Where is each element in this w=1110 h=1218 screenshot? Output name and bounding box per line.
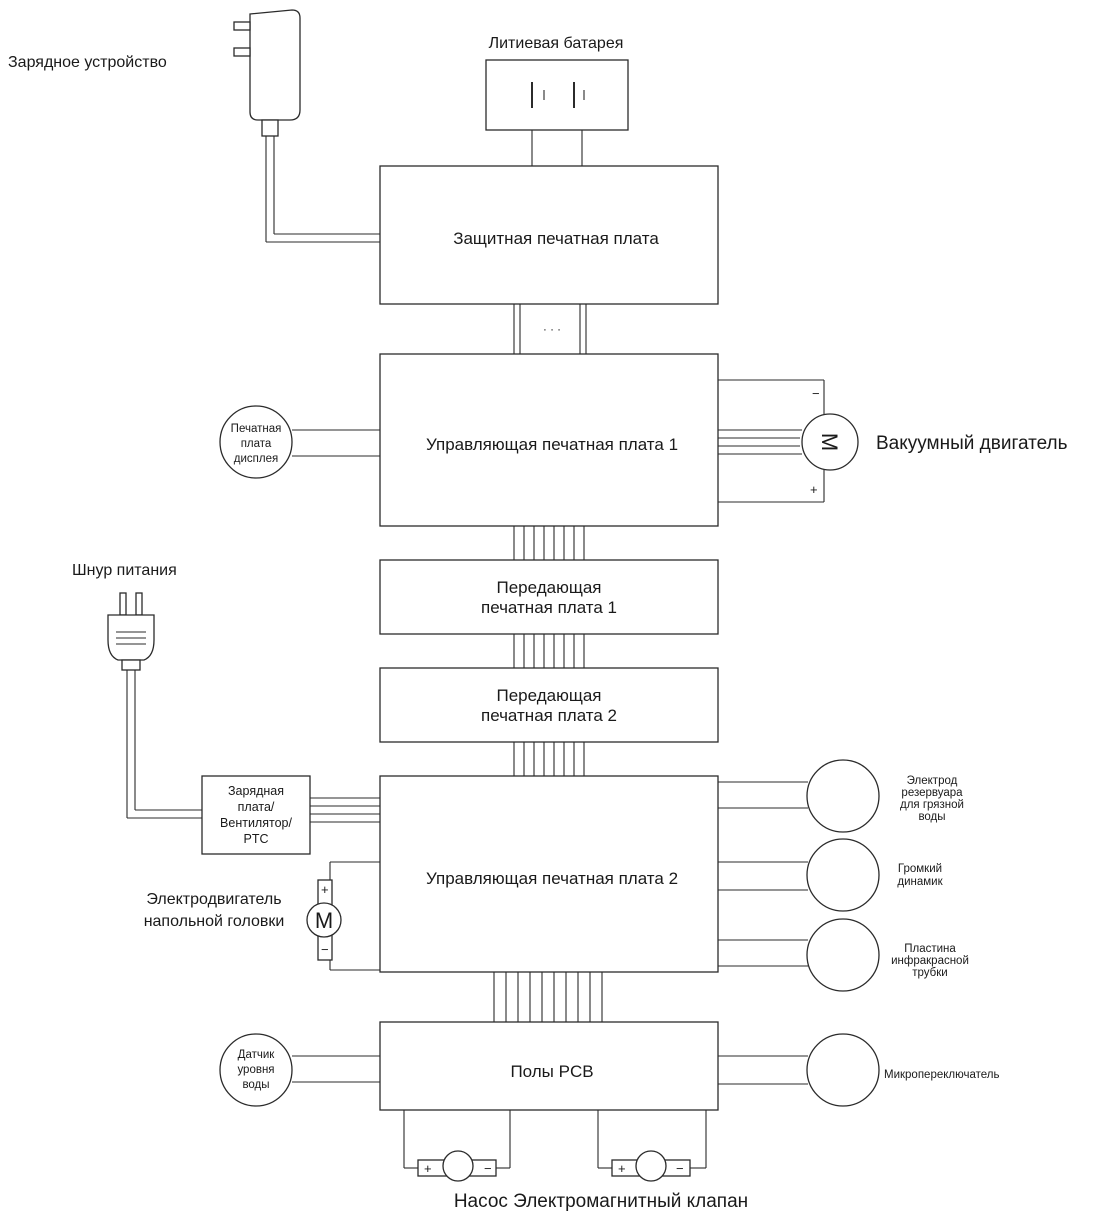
pump-icon — [403, 1110, 511, 1182]
display-pcb-label-1: Печатная — [231, 423, 282, 435]
protection-pcb — [379, 165, 719, 305]
plug-icon — [107, 592, 202, 819]
display-pcb-circle — [219, 405, 293, 479]
transmit-pcb-2-label-2: печатная плата 2 — [481, 706, 617, 725]
dirty-water-electrode-label-2: резервуара — [901, 787, 963, 799]
water-level-sensor-label-1: Датчик — [238, 1049, 276, 1061]
control-pcb-2 — [379, 775, 719, 973]
speaker-label-1: Громкий — [898, 863, 942, 875]
speaker-label-2: динамик — [897, 876, 943, 888]
vacuum-motor-label: Вакуумный двигатель — [876, 433, 1068, 454]
floor-head-motor-label-2: напольной головки — [144, 913, 285, 930]
wire-ellipsis: · · · — [543, 324, 561, 336]
bus-wires-3 — [513, 742, 585, 776]
dirty-water-electrode-label-1: Электрод — [907, 775, 958, 787]
battery-label: Литиевая батарея — [489, 35, 624, 52]
floor-head-motor-circle — [306, 902, 342, 938]
infrared-plate-label-3: трубки — [912, 967, 947, 979]
solenoid-valve-icon — [597, 1110, 707, 1182]
vacuum-motor-circle — [801, 413, 859, 471]
valve-minus: − — [676, 1161, 684, 1176]
charging-board-wires — [310, 797, 380, 823]
charging-board-label-4: PTC — [244, 832, 269, 846]
floor-head-motor-label-1: Электродвигатель — [146, 891, 281, 908]
water-level-sensor-label-2: уровня — [237, 1064, 274, 1076]
water-level-sensor-circle — [219, 1033, 293, 1107]
dirty-water-electrode-circle — [806, 759, 880, 833]
bus-wires-2 — [513, 634, 585, 668]
floor-pcb-label: Полы PCB — [510, 1062, 593, 1081]
charger-label: Зарядное устройство — [8, 54, 167, 71]
microswitch-circle — [806, 1033, 880, 1107]
control-pcb-2-label: Управляющая печатная плата 2 — [426, 869, 678, 888]
charging-board — [201, 775, 311, 855]
dirty-water-electrode-label-4: воды — [918, 811, 945, 823]
floor-head-motor-minus: − — [321, 942, 329, 957]
transmit-pcb-2-label-1: Передающая — [497, 686, 602, 705]
transmit-pcb-1 — [379, 559, 719, 635]
transmit-pcb-2 — [379, 667, 719, 743]
transmit-pcb-1-label-1: Передающая — [497, 578, 602, 597]
microswitch-label: Микропереключатель — [884, 1069, 999, 1081]
protection-control-wires — [513, 304, 587, 354]
infrared-plate-circle — [806, 918, 880, 992]
control-pcb-1 — [379, 353, 719, 527]
valve-plus: + — [618, 1161, 626, 1176]
display-pcb-label-3: дисплея — [234, 453, 278, 465]
speaker-circle — [806, 838, 880, 912]
charging-board-label-2: плата/ — [238, 800, 275, 814]
dirty-water-electrode-label-3: для грязной — [900, 799, 964, 811]
control-pcb-1-label: Управляющая печатная плата 1 — [426, 435, 678, 454]
infrared-plate-label-1: Пластина — [904, 943, 956, 955]
transmit-pcb-1-label-2: печатная плата 1 — [481, 598, 617, 617]
power-cord-label: Шнур питания — [72, 562, 177, 579]
bus-wires-1 — [513, 526, 585, 560]
pump-valve-label: Насос Электромагнитный клапан — [454, 1191, 748, 1212]
pump-plus: + — [424, 1161, 432, 1176]
charging-board-label-1: Зарядная — [228, 784, 284, 798]
pump-minus: − — [484, 1161, 492, 1176]
vacuum-motor-wires — [718, 379, 825, 503]
vacuum-motor-symbol: M — [817, 433, 842, 451]
floor-head-motor-plus: + — [321, 882, 329, 897]
water-level-sensor-label-3: воды — [242, 1079, 269, 1091]
infrared-plate-label-2: инфракрасной — [891, 955, 969, 967]
floor-head-motor-symbol: M — [315, 908, 333, 933]
display-pcb-label-2: плата — [241, 438, 272, 450]
charger-icon — [233, 9, 380, 243]
protection-pcb-label: Защитная печатная плата — [453, 229, 659, 248]
battery-icon — [485, 59, 629, 166]
charging-board-label-3: Вентилятор/ — [220, 816, 292, 830]
vacuum-motor-plus: + — [810, 482, 818, 497]
bus-wires-4 — [493, 972, 603, 1022]
vacuum-motor-minus: − — [812, 386, 820, 401]
floor-pcb — [379, 1021, 719, 1111]
